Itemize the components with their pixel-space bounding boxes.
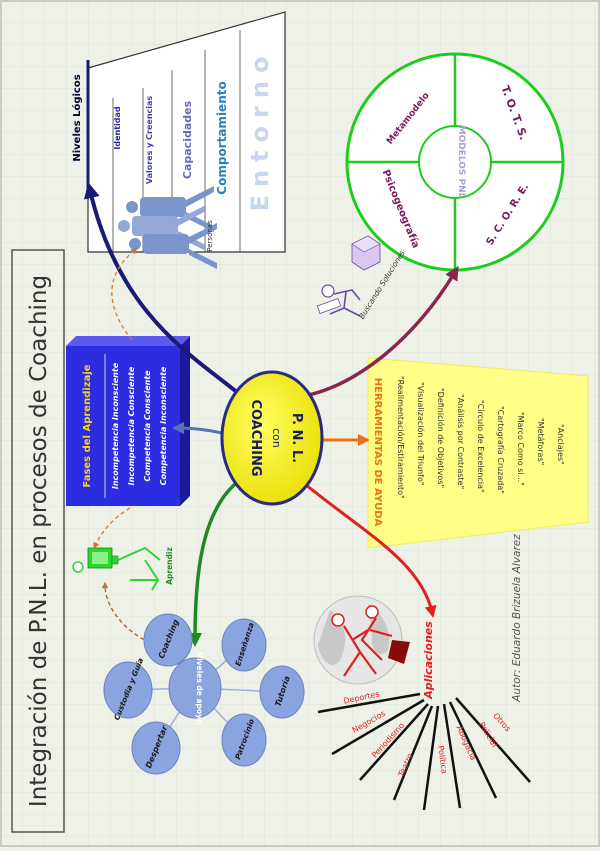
aplicacion-politica: Política	[436, 745, 449, 775]
title-box: Integración de P.N.L. en procesos de Coa…	[11, 249, 65, 833]
nivel-valores: Valores y Creencias	[145, 96, 154, 185]
niveles-logicos-title: Niveles Lógicos	[71, 74, 83, 161]
herramienta-2: "Visualización del Triunfo"	[416, 382, 426, 486]
fase-3: Competencia Consciente	[143, 370, 152, 482]
nivel-comportamiento: Comportamiento	[215, 81, 229, 194]
aplicaciones-title: Aplicaciones	[422, 621, 435, 700]
fase-4: Competencia Inconsciente	[159, 366, 168, 485]
aprendiz-group: Aprendiz	[72, 546, 174, 591]
herramientas-box: HERRAMIENTAS DE AYUDA "Realimentación/Es…	[367, 357, 589, 549]
fases-aprendizaje-box: Fases del Aprendizaje Incompetencia Inco…	[66, 336, 190, 506]
center-coaching: COACHING	[248, 399, 263, 476]
thinking-person-icon	[316, 235, 381, 317]
personas-label: Personas	[206, 220, 214, 252]
center-pnl: P. N. L.	[289, 413, 304, 463]
arrow-apoyo	[188, 478, 242, 647]
herramienta-3: "Definición de Objetivos"	[436, 388, 446, 488]
aprendiz-label: Aprendiz	[165, 547, 174, 585]
student-computer-icon	[72, 546, 161, 591]
arrow-fases-aprendiz	[93, 507, 131, 549]
arrow-aplicaciones	[299, 478, 437, 618]
herramienta-5: "Círculo de Excelencia"	[476, 400, 485, 493]
page-title: Integración de P.N.L. en procesos de Coa…	[26, 275, 52, 807]
nivel-capacidades: Capacidades	[181, 100, 194, 179]
herramienta-4: "Análisis por Contraste"	[456, 394, 465, 489]
arrow-modelos	[291, 266, 459, 400]
personas-group: Personas	[118, 186, 217, 269]
fase-2: Incompetencia Consciente	[127, 366, 136, 485]
persons-icon	[118, 186, 217, 269]
arrow-niveles	[84, 182, 246, 400]
aplicaciones-rays	[317, 692, 531, 811]
nivel-identidad: Identidad	[113, 106, 122, 150]
herramienta-9: "Anclajes"	[556, 424, 565, 465]
fase-1: Incompetencia Inconsciente	[111, 362, 120, 489]
niveles-apoyo-wheel: Niveles de apoyo Coaching Enseñanza Tuto…	[103, 613, 305, 775]
herramienta-7: "Marco Como si..."	[516, 412, 525, 486]
author-credit: Autor: Eduardo Brizuela Alvarez	[511, 534, 523, 703]
buscando-soluciones-group: Buscando Soluciones	[316, 235, 407, 321]
herramienta-6: "Cartografía Cruzada"	[496, 406, 505, 494]
nivel-entorno: Entorno	[246, 49, 274, 212]
center-con: con	[270, 428, 283, 448]
niveles-logicos-pyramid: Niveles Lógicos Identidad Valores y Cree…	[71, 11, 286, 253]
arrow-fases-personas	[111, 247, 138, 341]
apoyo-center: Niveles de apoyo	[195, 652, 204, 724]
herramientas-title: HERRAMIENTAS DE AYUDA	[372, 378, 383, 527]
herramienta-1: "Realimentación/Estiramiento"	[396, 376, 406, 499]
modelos-pnl-center: MODELOS PNL	[456, 126, 466, 199]
globe-people-icon	[313, 595, 410, 685]
modelos-pnl-circle: MODELOS PNL Metamodelo T. O. T. S. Psico…	[345, 52, 565, 272]
herramienta-8: "Metáforas"	[536, 418, 545, 465]
fases-title: Fases del Aprendizaje	[82, 364, 93, 487]
center-node: COACHING con P. N. L.	[220, 370, 324, 506]
